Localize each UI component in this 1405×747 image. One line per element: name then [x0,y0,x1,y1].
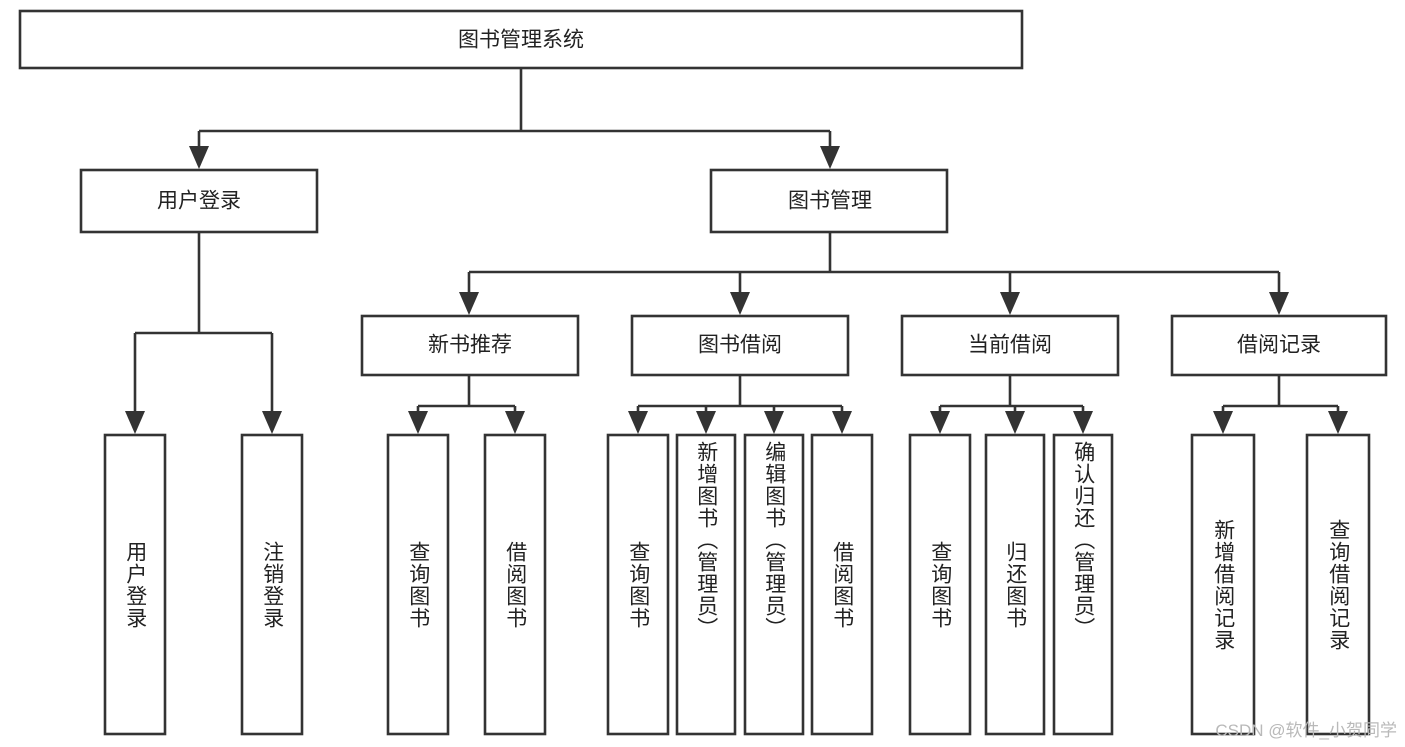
node-borrow-record-label: 借阅记录 [1237,334,1321,357]
node-new-book-rec-box[interactable] [360,314,580,377]
node-book-borrow-box[interactable] [630,314,850,377]
arrow-head-br-add [1213,411,1233,434]
arrow-head-bb-edit [764,411,784,434]
leaf-box-nbr-query-book[interactable] [386,433,450,736]
arrow-head-bb-borrow [832,411,852,434]
node-new-book-rec[interactable]: 新书推荐 [360,314,580,377]
node-user-login[interactable]: 用户登录 [79,168,319,234]
leaf-box-cb-return-book[interactable] [984,433,1046,736]
connector-group-new-book-rec [408,375,525,434]
arrow-head-new-book-rec [459,292,479,315]
leaf-box-br-query-record[interactable] [1305,433,1371,736]
node-user-login-label: 用户登录 [157,190,241,213]
arrow-head-bb-query [628,411,648,434]
arrow-head-nbr-borrow [505,411,525,434]
leaf-box-bb-borrow-book[interactable] [810,433,874,736]
arrow-head-book-borrow [730,292,750,315]
node-borrow-record-box[interactable] [1170,314,1388,377]
node-book-borrow-label: 图书借阅 [698,334,782,357]
connector-group-borrow-record [1213,375,1348,434]
node-book-manage[interactable]: 图书管理 [709,168,949,234]
node-user-login-box[interactable] [79,168,319,234]
arrow-head-cb-query [930,411,950,434]
leaf-box-bb-edit-book[interactable] [743,433,805,736]
connector-group-book-borrow [628,375,852,434]
leaf-box-nbr-borrow-book[interactable] [483,433,547,736]
arrow-head-bb-add [696,411,716,434]
csdn-watermark: CSDN @软件_小贺同学 [1215,721,1397,740]
arrow-head-nbr-query [408,411,428,434]
connector-group-root [189,68,840,169]
connector-group-user-login [125,232,282,434]
arrow-head-cb-return [1005,411,1025,434]
arrow-head-br-query [1328,411,1348,434]
node-current-borrow[interactable]: 当前借阅 [900,314,1120,377]
connector-group-current-borrow [930,375,1093,434]
node-current-borrow-box[interactable] [900,314,1120,377]
node-new-book-rec-label: 新书推荐 [428,334,512,357]
arrow-head-current-borrow [1000,292,1020,315]
node-book-manage-box[interactable] [709,168,949,234]
arrow-head-user-login [189,146,209,169]
leaf-box-user-login[interactable] [103,433,167,736]
leaf-box-cb-query-book[interactable] [908,433,972,736]
node-current-borrow-label: 当前借阅 [968,334,1052,357]
leaf-box-logout[interactable] [240,433,304,736]
node-root-box[interactable] [18,9,1024,70]
leaf-box-cb-confirm-return[interactable] [1052,433,1114,736]
arrow-head-leaf-user-login [125,411,145,434]
arrow-head-cb-confirm [1073,411,1093,434]
node-root-label: 图书管理系统 [458,29,584,52]
node-borrow-record[interactable]: 借阅记录 [1170,314,1388,377]
node-book-manage-label: 图书管理 [788,190,872,213]
leaf-box-bb-add-book[interactable] [675,433,737,736]
arrow-head-leaf-logout [262,411,282,434]
connector-group-book-manage [459,232,1289,315]
leaf-boxes [103,433,1371,736]
arrow-head-book-manage [820,146,840,169]
leaf-box-bb-query-book[interactable] [606,433,670,736]
node-root[interactable]: 图书管理系统 [18,9,1024,70]
node-book-borrow[interactable]: 图书借阅 [630,314,850,377]
leaf-box-br-add-record[interactable] [1190,433,1256,736]
arrow-head-borrow-record [1269,292,1289,315]
